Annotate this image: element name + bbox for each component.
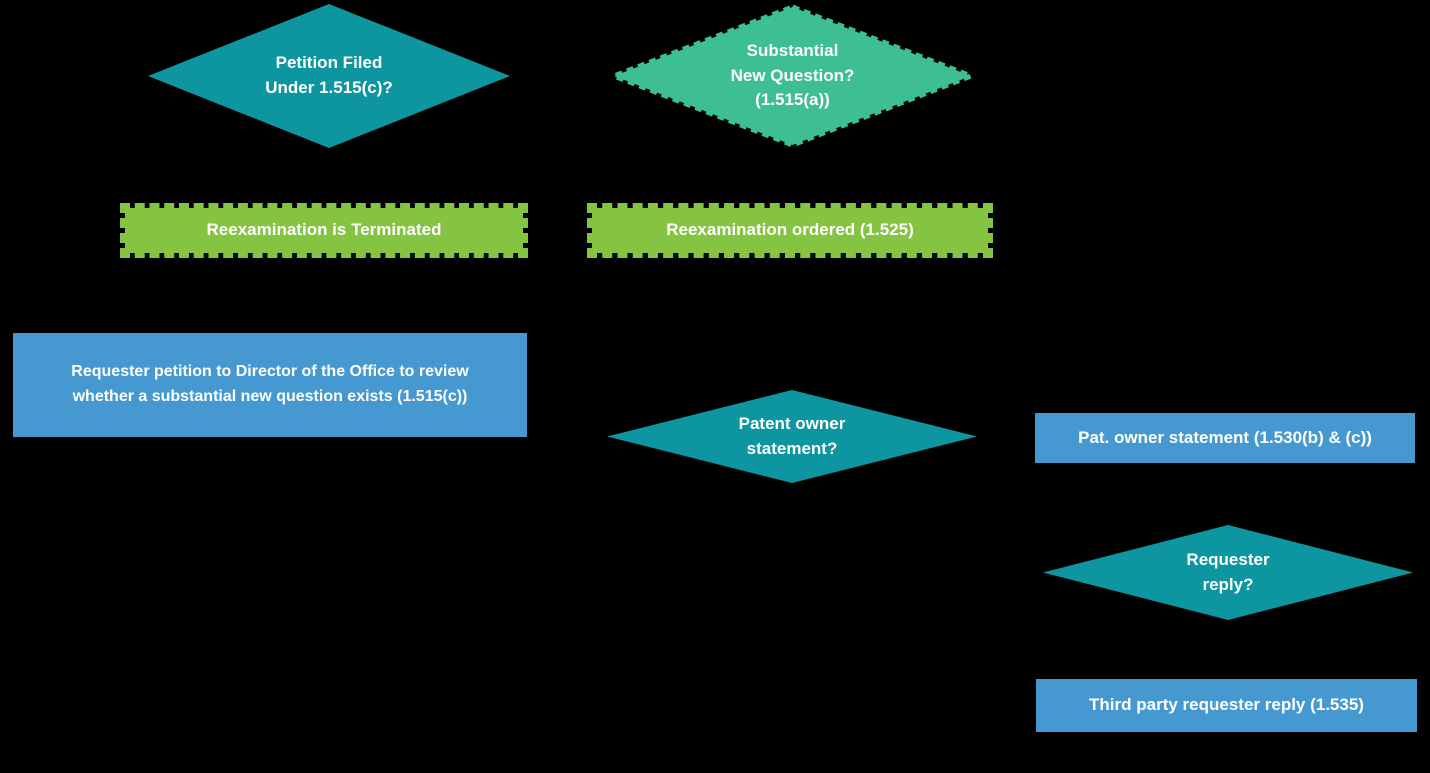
process-requester-petition: Requester petition to Director of the Of… <box>13 333 527 437</box>
process-reexamination-terminated-label: Reexamination is Terminated <box>206 220 442 240</box>
decision-requester-reply: Requester reply? <box>1043 525 1413 620</box>
diamond-shape <box>1043 525 1413 620</box>
process-reexamination-ordered-label: Reexamination ordered (1.525) <box>666 220 914 240</box>
process-patent-owner-statement-label: Pat. owner statement (1.530(b) & (c)) <box>1078 427 1372 447</box>
process-third-party-requester-reply-label: Third party requester reply (1.535) <box>1089 695 1364 715</box>
process-reexamination-ordered: Reexamination ordered (1.525) <box>587 203 993 258</box>
diamond-shape <box>148 4 510 148</box>
decision-patent-owner-statement: Patent owner statement? <box>607 390 977 483</box>
diamond-shape <box>607 390 977 483</box>
decision-petition-filed: Petition Filed Under 1.515(c)? <box>147 3 511 149</box>
process-third-party-requester-reply: Third party requester reply (1.535) <box>1036 679 1417 732</box>
process-requester-petition-label: Requester petition to Director of the Of… <box>71 363 469 405</box>
dashed-diamond-shape <box>610 4 975 148</box>
process-reexamination-terminated: Reexamination is Terminated <box>120 203 528 258</box>
decision-substantial-new-question: Substantial New Question? (1.515(a)) <box>610 3 975 149</box>
process-patent-owner-statement: Pat. owner statement (1.530(b) & (c)) <box>1035 413 1415 463</box>
